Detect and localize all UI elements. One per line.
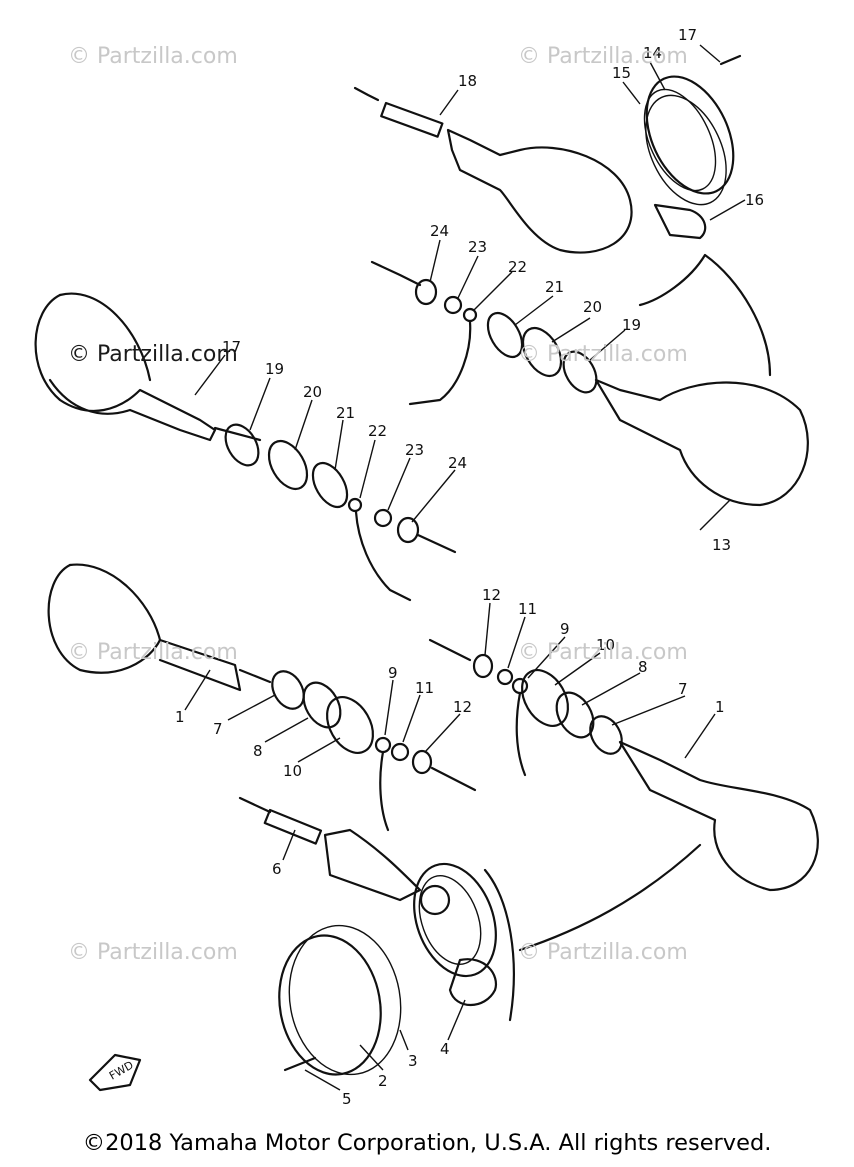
watermark: © Partzilla.com <box>518 342 688 367</box>
callout-4: 4 <box>440 1040 450 1058</box>
callout-19: 19 <box>622 316 641 334</box>
callout-6: 6 <box>272 860 282 878</box>
leader-lines <box>184 44 746 1091</box>
callout-23: 23 <box>405 441 424 459</box>
callout-5: 5 <box>342 1090 352 1108</box>
callout-14: 14 <box>643 44 662 62</box>
copyright-notice: ©2018 Yamaha Motor Corporation, U.S.A. A… <box>82 1130 772 1156</box>
callout-12: 12 <box>453 698 472 716</box>
rear-signal-upper-assembly <box>353 54 742 254</box>
callout-9: 9 <box>388 664 398 682</box>
callout-11: 11 <box>415 679 434 697</box>
fwd-direction-arrow: FWD <box>88 1053 142 1092</box>
callout-2: 2 <box>378 1072 388 1090</box>
callout-7: 7 <box>678 680 688 698</box>
callout-3: 3 <box>408 1052 418 1070</box>
front-signal-lower-assembly <box>238 796 515 1076</box>
watermark: © Partzilla.com <box>518 940 688 965</box>
callout-20: 20 <box>583 298 602 316</box>
callout-8: 8 <box>638 658 648 676</box>
watermark: © Partzilla.com <box>68 342 238 367</box>
callout-24: 24 <box>430 222 449 240</box>
callout-7: 7 <box>213 720 223 738</box>
right-upper-signal-assembly <box>370 253 809 507</box>
callout-9: 9 <box>560 620 570 638</box>
callout-22: 22 <box>508 258 527 276</box>
callout-17: 17 <box>222 338 241 356</box>
callout-1: 1 <box>715 698 725 716</box>
watermark: © Partzilla.com <box>518 640 688 665</box>
callout-15: 15 <box>612 64 631 82</box>
callout-8: 8 <box>253 742 263 760</box>
part-callouts: 17 14 15 18 16 24 23 22 21 20 19 17 19 2… <box>175 26 764 1108</box>
callout-21: 21 <box>336 404 355 422</box>
front-signal-left-assembly <box>47 563 477 832</box>
callout-19: 19 <box>265 360 284 378</box>
callout-21: 21 <box>545 278 564 296</box>
callout-17: 17 <box>678 26 697 44</box>
callout-11: 11 <box>518 600 537 618</box>
callout-18: 18 <box>458 72 477 90</box>
callout-20: 20 <box>303 383 322 401</box>
callout-10: 10 <box>283 762 302 780</box>
callout-22: 22 <box>368 422 387 440</box>
callout-24: 24 <box>448 454 467 472</box>
callout-12: 12 <box>482 586 501 604</box>
watermark: © Partzilla.com <box>518 44 688 69</box>
watermark: © Partzilla.com <box>68 44 238 69</box>
callout-16: 16 <box>745 191 764 209</box>
watermark: © Partzilla.com <box>68 640 238 665</box>
callout-10: 10 <box>596 636 615 654</box>
front-signal-right-assembly <box>428 638 819 952</box>
callout-23: 23 <box>468 238 487 256</box>
left-upper-signal-assembly <box>34 292 457 602</box>
watermark: © Partzilla.com <box>68 940 238 965</box>
callout-13: 13 <box>712 536 731 554</box>
callout-1: 1 <box>175 708 185 726</box>
